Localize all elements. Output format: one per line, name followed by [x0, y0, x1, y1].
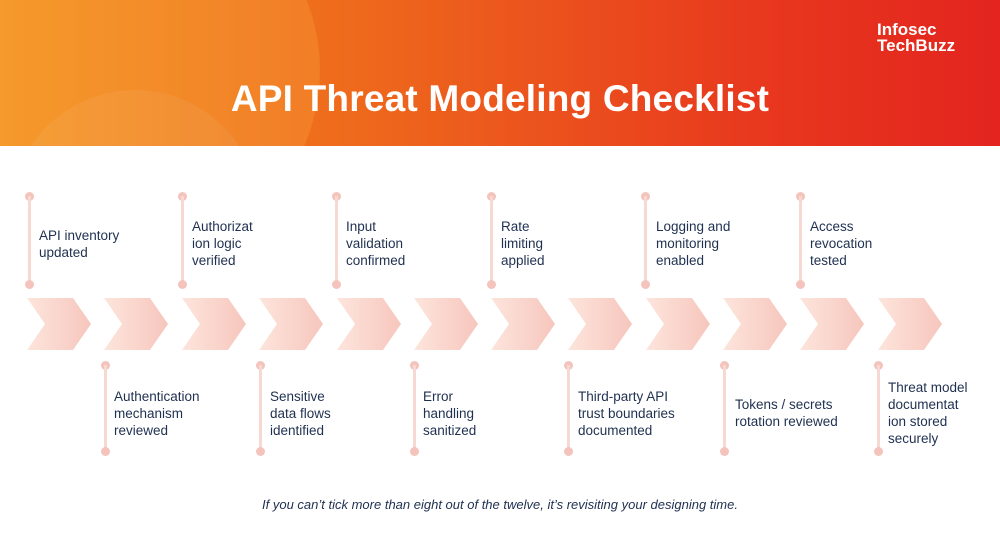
marker-dot [796, 280, 805, 289]
marker-dot [641, 280, 650, 289]
marker-stem [28, 196, 31, 286]
chevron-arrow [878, 298, 942, 350]
logo-line-1: Infosec [877, 20, 937, 39]
marker-stem [413, 365, 416, 453]
checklist-label: Sensitive data flows identified [270, 389, 331, 438]
chevron-arrow [568, 298, 632, 350]
marker-stem [259, 365, 262, 453]
footer-note: If you can’t tick more than eight out of… [262, 497, 738, 512]
marker-stem [181, 196, 184, 286]
decorative-circle [0, 0, 320, 146]
checklist-label: Tokens / secrets rotation reviewed [735, 397, 838, 429]
checklist-label: Logging and monitoring enabled [656, 219, 731, 268]
marker-stem [335, 196, 338, 286]
marker-stem [799, 196, 802, 286]
page-title: API Threat Modeling Checklist [230, 78, 770, 119]
chevron-arrow [259, 298, 323, 350]
marker-stem [567, 365, 570, 453]
marker-dot [720, 447, 729, 456]
chevron-arrow [182, 298, 246, 350]
chevron-arrow [800, 298, 864, 350]
marker-stem [104, 365, 107, 453]
checklist-label: Access revocation tested [810, 219, 873, 268]
checklist-label: Authorizat ion logic verified [192, 219, 253, 268]
chevron-arrow [723, 298, 787, 350]
chevron-arrow [104, 298, 168, 350]
marker-stem [723, 365, 726, 453]
chevron-arrow [27, 298, 91, 350]
marker-dot [256, 447, 265, 456]
marker-stem [490, 196, 493, 286]
checklist-label: Authentication mechanism reviewed [114, 389, 200, 438]
marker-dot [25, 280, 34, 289]
marker-dot [178, 280, 187, 289]
marker-dot [564, 447, 573, 456]
chevron-arrow [491, 298, 555, 350]
marker-dot [410, 447, 419, 456]
marker-dot [332, 280, 341, 289]
logo-line-2: TechBuzz [877, 36, 956, 55]
checklist-label: Input validation confirmed [346, 219, 406, 268]
chevron-arrow [337, 298, 401, 350]
checklist-label: Threat model documentat ion stored secur… [888, 380, 968, 446]
brand-logo: Infosec TechBuzz [877, 20, 956, 55]
marker-dot [874, 447, 883, 456]
checklist-label: Error handling sanitized [423, 389, 477, 438]
chevron-arrow [414, 298, 478, 350]
chevron-arrow [646, 298, 710, 350]
marker-dot [487, 280, 496, 289]
checklist-label: API inventory updated [39, 228, 120, 260]
marker-stem [644, 196, 647, 286]
checklist-label: Third-party API trust boundaries documen… [578, 389, 675, 438]
marker-dot [101, 447, 110, 456]
header-banner: API Threat Modeling Checklist Infosec Te… [0, 0, 1000, 146]
marker-stem [877, 365, 880, 453]
checklist-label: Rate limiting applied [501, 219, 545, 268]
